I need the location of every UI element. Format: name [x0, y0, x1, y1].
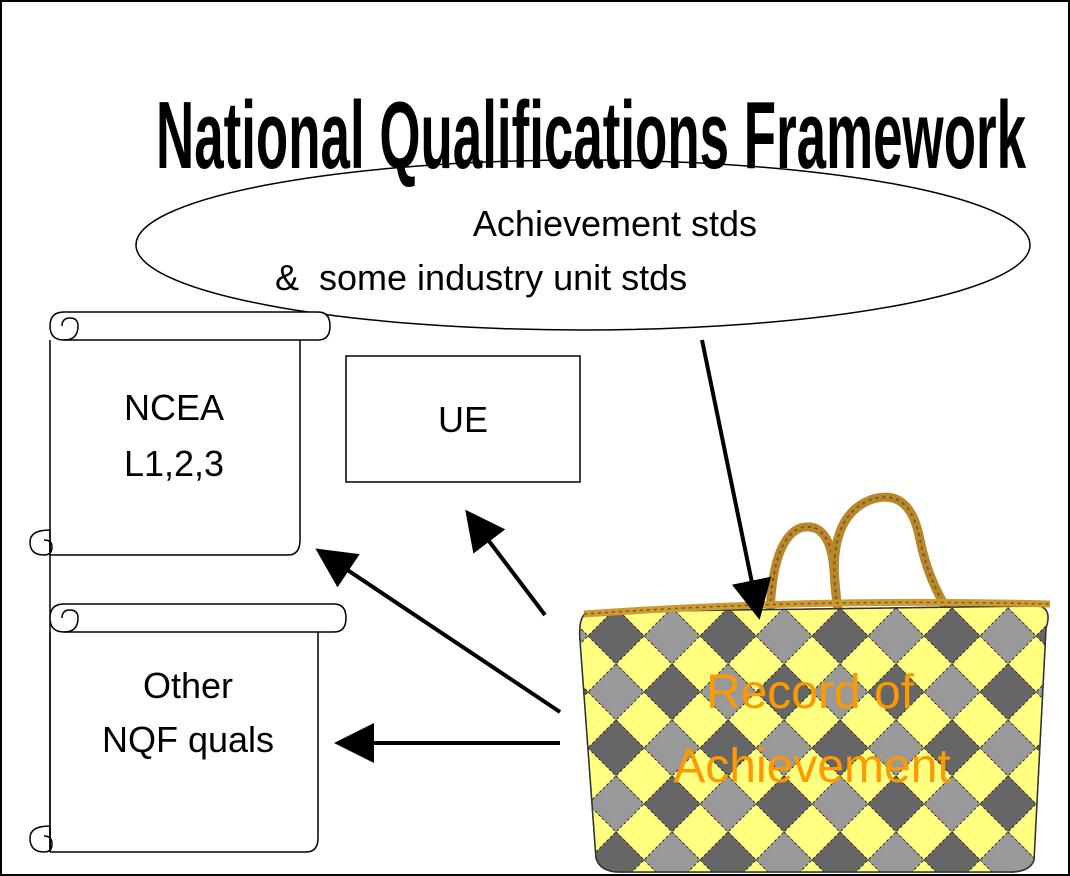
ue-box-label: UE: [438, 399, 488, 440]
bag-weave-tile: [699, 831, 757, 872]
bag-weave-tile: [1035, 607, 1048, 665]
bag-weave-tile: [579, 831, 589, 872]
bag-weave-tile: [579, 719, 589, 777]
bag-handles: [765, 492, 955, 625]
bag-label-line-2: Achievement: [673, 740, 950, 793]
ellipse-line-1: Achievement stds: [473, 203, 757, 244]
bag-weave-tile: [1035, 606, 1048, 609]
bag-weave-tile: [579, 606, 589, 609]
kete-bag: [578, 598, 1051, 873]
ue-box: [345, 355, 581, 483]
arrow-bag-to-ncea: [315, 548, 562, 714]
bag-weave-tile: [587, 606, 645, 609]
title: National Qualifications Framework: [156, 82, 1026, 189]
bag-weave-tile: [755, 606, 813, 609]
bag-weave-tile: [755, 831, 813, 872]
ncea-scroll: [29, 311, 331, 852]
bag-weave-tile: [867, 831, 925, 872]
ellipse-line-2: & some industry unit stds: [275, 257, 687, 298]
ncea-scroll-line-2: L1,2,3: [124, 443, 224, 484]
bag-weave-tile: [587, 831, 645, 872]
bag-weave-tile: [1035, 775, 1048, 833]
arrow-bag-to-ue: [465, 509, 547, 617]
bag-label-line-1: Record of: [706, 666, 915, 719]
bag-weave-tile: [579, 775, 589, 833]
bag-weave-tile: [643, 831, 701, 872]
other-nqf-scroll: [29, 603, 347, 853]
bag-weave-tile: [923, 831, 981, 872]
other-nqf-scroll-line-1: Other: [143, 665, 233, 706]
achievement-standards-ellipse: [135, 159, 1031, 331]
bag-weave-tile: [811, 831, 869, 872]
other-nqf-scroll-line-2: NQF quals: [102, 719, 274, 760]
ncea-scroll-line-1: NCEA: [124, 387, 224, 428]
arrow-ellipse-to-bag: [700, 339, 772, 620]
bag-weave-tile: [979, 831, 1037, 872]
bag-weave-tile: [643, 606, 701, 609]
bag-weave-tile: [1035, 831, 1048, 872]
